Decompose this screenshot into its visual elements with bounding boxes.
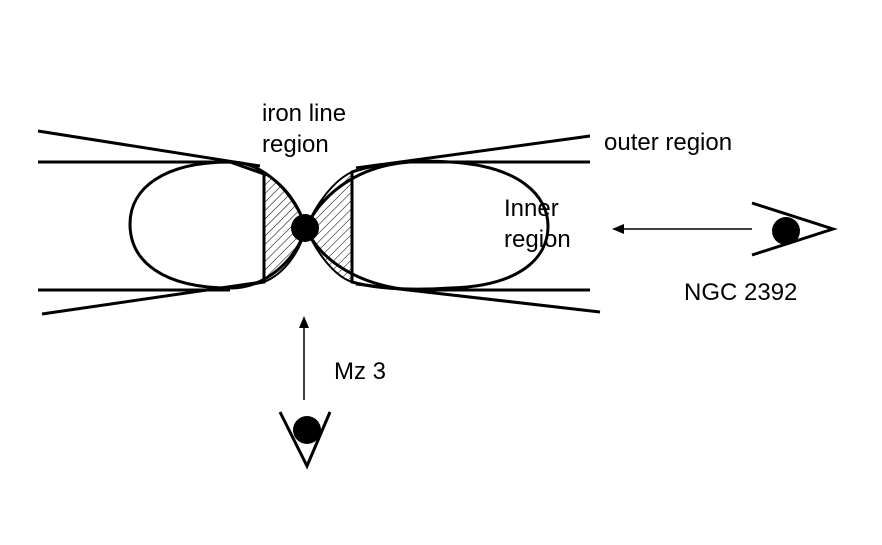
outer-line-left-bottom-diagonal bbox=[41, 280, 263, 316]
mz-eye-icon bbox=[278, 411, 332, 470]
iron-line-label-line2: region bbox=[262, 131, 329, 158]
iron-line-label-line1: iron line bbox=[262, 100, 346, 127]
outer-region-label: outer region bbox=[604, 129, 732, 156]
ngc-2392-label: NGC 2392 bbox=[684, 279, 797, 306]
mz-eye-pupil bbox=[293, 416, 321, 444]
inner-region-label-line2: region bbox=[504, 226, 571, 253]
left-inner-lobe bbox=[128, 160, 266, 290]
ngc-eye-pupil bbox=[772, 217, 800, 245]
ngc-eye-icon bbox=[751, 201, 838, 257]
outer-line-right-bottom-diagonal bbox=[355, 282, 601, 314]
inner-region-label-line1: Inner bbox=[504, 195, 559, 222]
outer-line-left-top-diagonal bbox=[37, 129, 261, 168]
central-star bbox=[291, 214, 319, 242]
mz-3-label: Mz 3 bbox=[334, 358, 386, 385]
outer-line-right-top-diagonal bbox=[355, 134, 591, 170]
